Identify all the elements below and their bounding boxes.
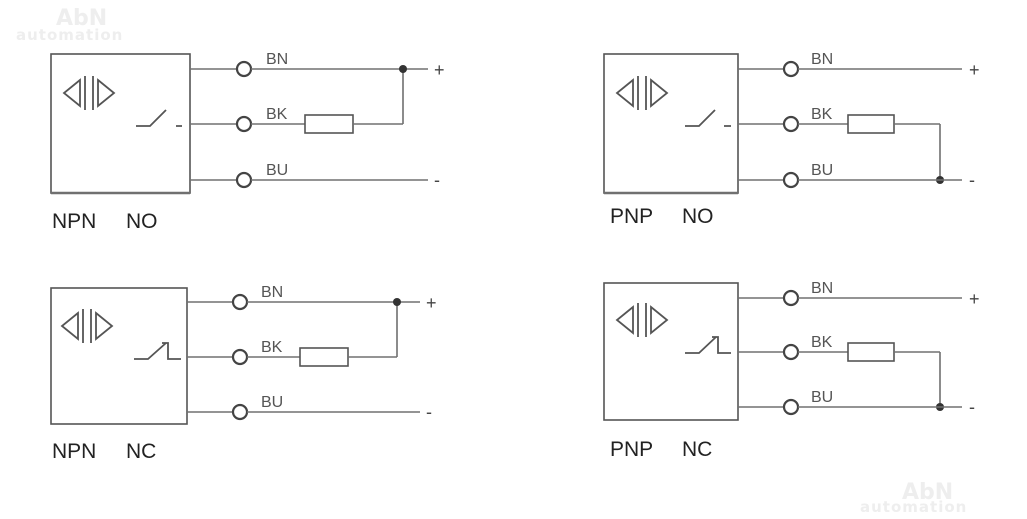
- terminal-bk: [782, 343, 800, 361]
- caption-type: PNP: [610, 205, 653, 228]
- diagram-pnp-no: BN BK BU + - PNP NO: [603, 51, 980, 228]
- switch-no-icon: [136, 109, 182, 127]
- terminal-bu: [235, 171, 253, 189]
- terminal-bk: [782, 115, 800, 133]
- terminal-bk: [235, 115, 253, 133]
- polarity-positive: +: [969, 289, 980, 309]
- wire-label-bn: BN: [811, 280, 833, 297]
- diagram-npn-nc: BN BK BU + - NPN NC: [50, 284, 437, 463]
- load-resistor: [304, 114, 354, 134]
- terminal-bn: [782, 289, 800, 307]
- caption-contact: NC: [682, 438, 712, 461]
- wire-label-bn: BN: [266, 51, 288, 68]
- terminal-bu: [231, 403, 249, 421]
- wire-label-bu: BU: [266, 162, 288, 179]
- watermark-brand: AbN: [56, 6, 107, 31]
- watermark-sub: automation: [16, 26, 123, 44]
- diagram-pnp-nc: BN BK BU + - PNP NC: [603, 280, 980, 461]
- caption-type: PNP: [610, 438, 653, 461]
- caption-contact: NO: [682, 205, 714, 228]
- wire-label-bu: BU: [811, 389, 833, 406]
- wire-label-bk: BK: [261, 339, 283, 356]
- terminal-bn: [231, 293, 249, 311]
- wire-label-bu: BU: [811, 162, 833, 179]
- watermark-sub: automation: [860, 498, 967, 516]
- caption-type: NPN: [52, 440, 96, 463]
- watermark-bottom-right: AbN automation: [860, 480, 967, 516]
- junction-dot: [393, 298, 401, 306]
- wire-label-bk: BK: [811, 106, 833, 123]
- load-resistor: [847, 342, 895, 362]
- sensor-body: [603, 53, 739, 194]
- inductive-sensor-icon: [62, 76, 116, 110]
- terminal-bu: [782, 171, 800, 189]
- terminal-bn: [782, 60, 800, 78]
- wire-label-bu: BU: [261, 394, 283, 411]
- sensor-body: [603, 282, 739, 421]
- watermark-top-left: AbN automation: [16, 6, 123, 44]
- inductive-sensor-icon: [615, 76, 669, 110]
- caption-type: NPN: [52, 210, 96, 233]
- polarity-negative: -: [426, 402, 432, 422]
- junction-dot: [399, 65, 407, 73]
- load-resistor: [299, 347, 349, 367]
- switch-nc-icon: [685, 336, 731, 354]
- wire-label-bk: BK: [266, 106, 288, 123]
- polarity-positive: +: [426, 293, 437, 313]
- wire-label-bn: BN: [261, 284, 283, 301]
- wire-label-bn: BN: [811, 51, 833, 68]
- switch-no-icon: [685, 109, 731, 127]
- terminal-bu: [782, 398, 800, 416]
- wire-label-bk: BK: [811, 334, 833, 351]
- caption-contact: NO: [126, 210, 158, 233]
- polarity-positive: +: [434, 60, 445, 80]
- switch-nc-icon: [134, 342, 181, 360]
- polarity-negative: -: [434, 170, 440, 190]
- sensor-body: [50, 287, 188, 425]
- sensor-body: [50, 53, 191, 194]
- watermark-brand: AbN: [902, 480, 953, 505]
- polarity-negative: -: [969, 397, 975, 417]
- inductive-sensor-icon: [60, 309, 114, 343]
- polarity-positive: +: [969, 60, 980, 80]
- polarity-negative: -: [969, 170, 975, 190]
- terminal-bn: [235, 60, 253, 78]
- inductive-sensor-icon: [615, 303, 669, 337]
- load-resistor: [847, 114, 895, 134]
- terminal-bk: [231, 348, 249, 366]
- diagram-npn-no: BN BK BU + - NPN NO: [50, 51, 445, 233]
- caption-contact: NC: [126, 440, 156, 463]
